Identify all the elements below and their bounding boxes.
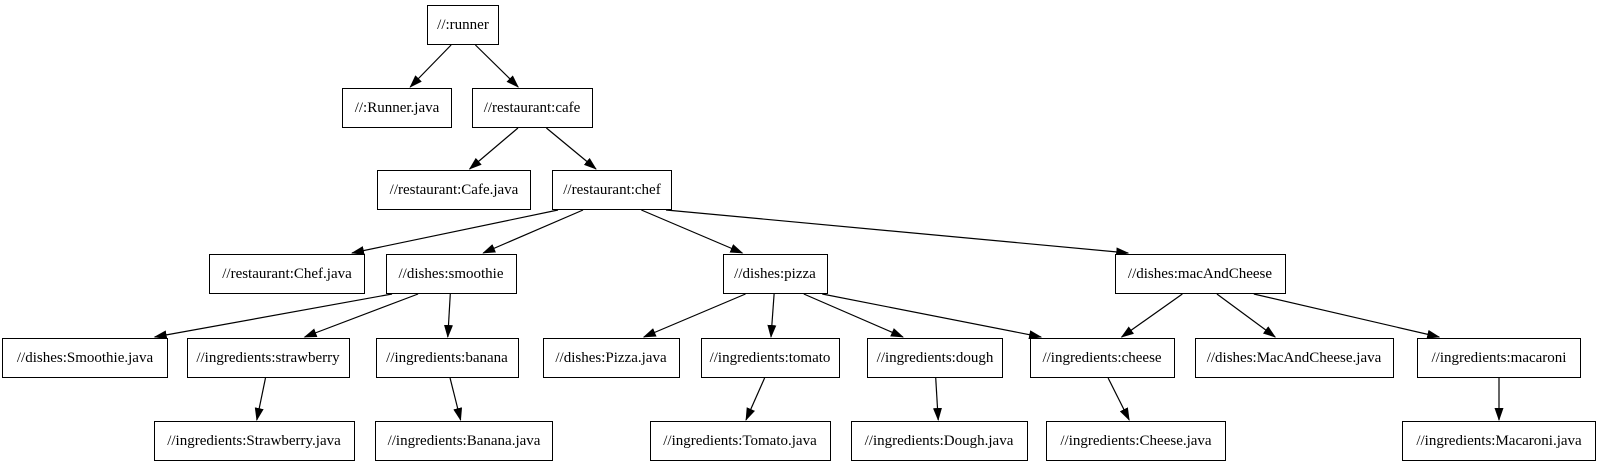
graph-node-macaroni: //ingredients:macaroni bbox=[1417, 338, 1581, 378]
graph-node-runner-java: //:Runner.java bbox=[342, 88, 452, 128]
edge-chef-to-smoothie bbox=[482, 209, 584, 254]
edge-tomato-to-tomato-java bbox=[745, 377, 766, 421]
edge-smoothie-to-smoothie-java bbox=[153, 293, 393, 340]
edge-cafe-to-chef bbox=[546, 127, 597, 170]
graph-node-dough: //ingredients:dough bbox=[867, 338, 1003, 378]
graph-node-strawberry: //ingredients:strawberry bbox=[186, 338, 350, 378]
edge-banana-to-banana-java bbox=[449, 377, 463, 421]
graph-node-pizza: //dishes:pizza bbox=[722, 254, 828, 294]
graph-node-strawberry-java: //ingredients:Strawberry.java bbox=[153, 421, 355, 461]
graph-node-pizza-java: //dishes:Pizza.java bbox=[542, 338, 680, 378]
edge-pizza-to-dough bbox=[803, 293, 904, 338]
graph-node-mac-and-cheese-java: //dishes:MacAndCheese.java bbox=[1194, 338, 1394, 378]
graph-node-cheese-java: //ingredients:Cheese.java bbox=[1046, 421, 1226, 461]
graph-node-tomato-java: //ingredients:Tomato.java bbox=[649, 421, 831, 461]
graph-node-runner: //:runner bbox=[427, 5, 499, 45]
graph-node-chef-java: //restaurant:Chef.java bbox=[209, 254, 365, 294]
edge-strawberry-to-strawberry-java bbox=[254, 377, 267, 421]
graph-node-smoothie: //dishes:smoothie bbox=[385, 254, 517, 294]
edge-pizza-to-tomato bbox=[767, 293, 777, 338]
edge-runner-to-runner-java bbox=[409, 44, 452, 88]
graph-node-smoothie-java: //dishes:Smoothie.java bbox=[2, 338, 168, 378]
edge-chef-to-chef-java bbox=[351, 209, 559, 255]
edge-dough-to-dough-java bbox=[933, 377, 942, 421]
edge-mac-and-cheese-to-mac-and-cheese-java bbox=[1216, 293, 1277, 338]
graph-node-chef: //restaurant:chef bbox=[552, 170, 672, 210]
edge-chef-to-mac-and-cheese bbox=[665, 209, 1130, 257]
graph-node-dough-java: //ingredients:Dough.java bbox=[850, 421, 1028, 461]
graph-node-mac-and-cheese: //dishes:macAndCheese bbox=[1114, 254, 1286, 294]
edge-chef-to-pizza bbox=[641, 209, 744, 254]
edge-mac-and-cheese-to-macaroni bbox=[1253, 293, 1441, 339]
edge-runner-to-cafe bbox=[474, 44, 519, 88]
graph-node-cafe: //restaurant:cafe bbox=[471, 88, 593, 128]
edge-smoothie-to-strawberry bbox=[303, 293, 419, 338]
graph-node-banana: //ingredients:banana bbox=[375, 338, 519, 378]
graph-node-banana-java: //ingredients:Banana.java bbox=[375, 421, 553, 461]
graph-node-tomato: //ingredients:tomato bbox=[700, 338, 840, 378]
graph-node-macaroni-java: //ingredients:Macaroni.java bbox=[1402, 421, 1596, 461]
edge-cheese-to-cheese-java bbox=[1107, 377, 1130, 421]
edge-mac-and-cheese-to-cheese bbox=[1120, 293, 1183, 338]
edge-pizza-to-cheese bbox=[822, 293, 1043, 340]
graph-node-cheese: //ingredients:cheese bbox=[1029, 338, 1175, 378]
edge-smoothie-to-banana bbox=[443, 293, 453, 338]
edge-pizza-to-pizza-java bbox=[642, 293, 746, 338]
edge-cafe-to-cafe-java bbox=[468, 127, 519, 170]
graph-node-cafe-java: //restaurant:Cafe.java bbox=[377, 170, 531, 210]
